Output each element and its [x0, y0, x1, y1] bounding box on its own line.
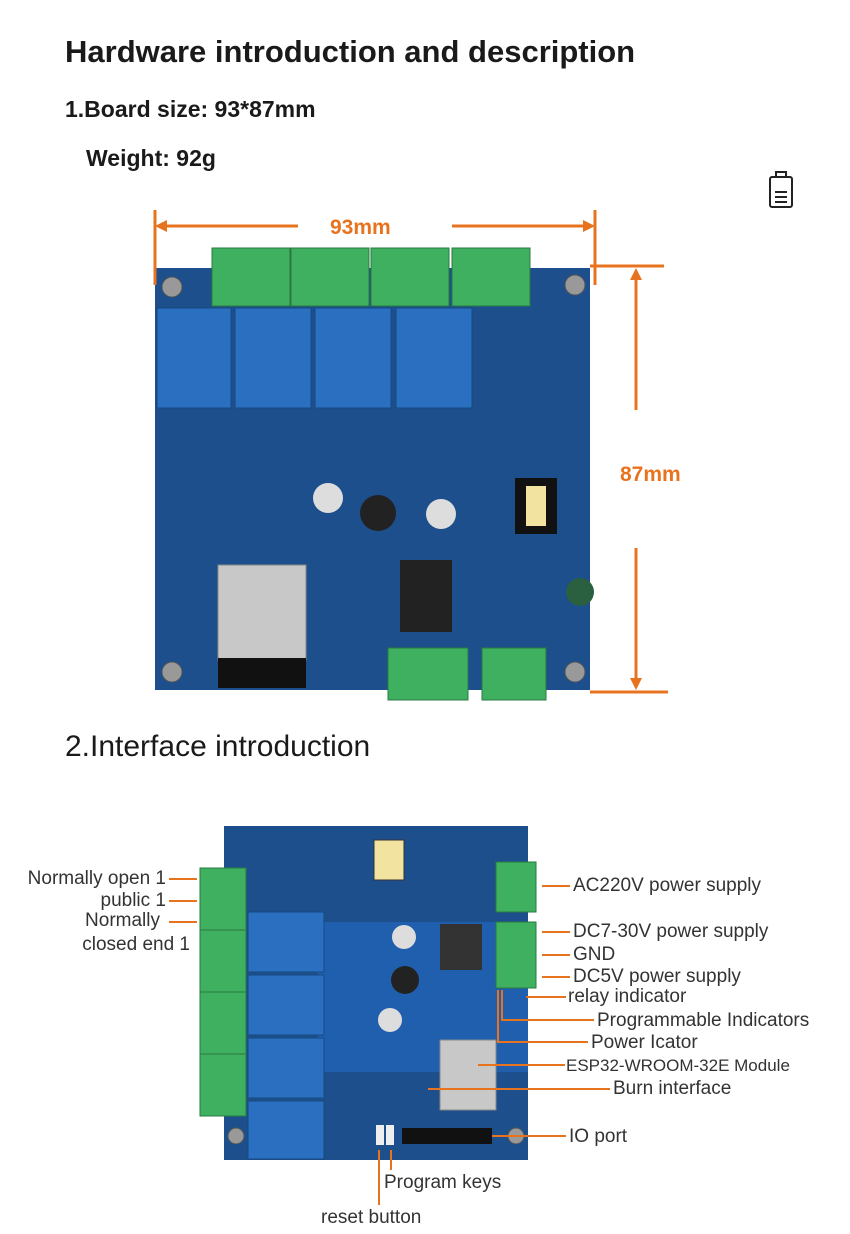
weight: Weight: 92g: [86, 145, 216, 171]
label-public-1: public 1: [100, 890, 167, 911]
battery-icon: [768, 171, 794, 209]
label-burn-interface: Burn interface: [613, 1078, 732, 1099]
interface-title: 2.Interface introduction: [65, 730, 371, 763]
label-io-port: IO port: [569, 1126, 628, 1147]
board-top-view: [153, 210, 668, 701]
height-dimension-label: 87mm: [620, 463, 681, 486]
label-closed-end-1: closed end 1: [82, 934, 190, 955]
label-ac220v: AC220V power supply: [573, 875, 761, 896]
label-normally-open-1: Normally open 1: [27, 868, 166, 889]
width-dimension-label: 93mm: [330, 216, 391, 239]
label-gnd: GND: [573, 944, 616, 965]
label-esp32-module: ESP32-WROOM-32E Module: [566, 1056, 790, 1075]
label-dc7-30v: DC7-30V power supply: [573, 921, 769, 942]
label-dc5v: DC5V power supply: [573, 966, 741, 987]
label-normally: Normally: [85, 910, 160, 931]
label-reset-button: reset button: [321, 1207, 422, 1228]
label-program-keys: Program keys: [384, 1172, 502, 1193]
page-title: Hardware introduction and description: [65, 34, 636, 69]
board-size: 1.Board size: 93*87mm: [65, 96, 316, 122]
label-programmable-indicators: Programmable Indicators: [597, 1010, 810, 1031]
label-relay-indicator: relay indicator: [568, 986, 687, 1007]
label-power-indicator: Power Icator: [591, 1032, 698, 1053]
